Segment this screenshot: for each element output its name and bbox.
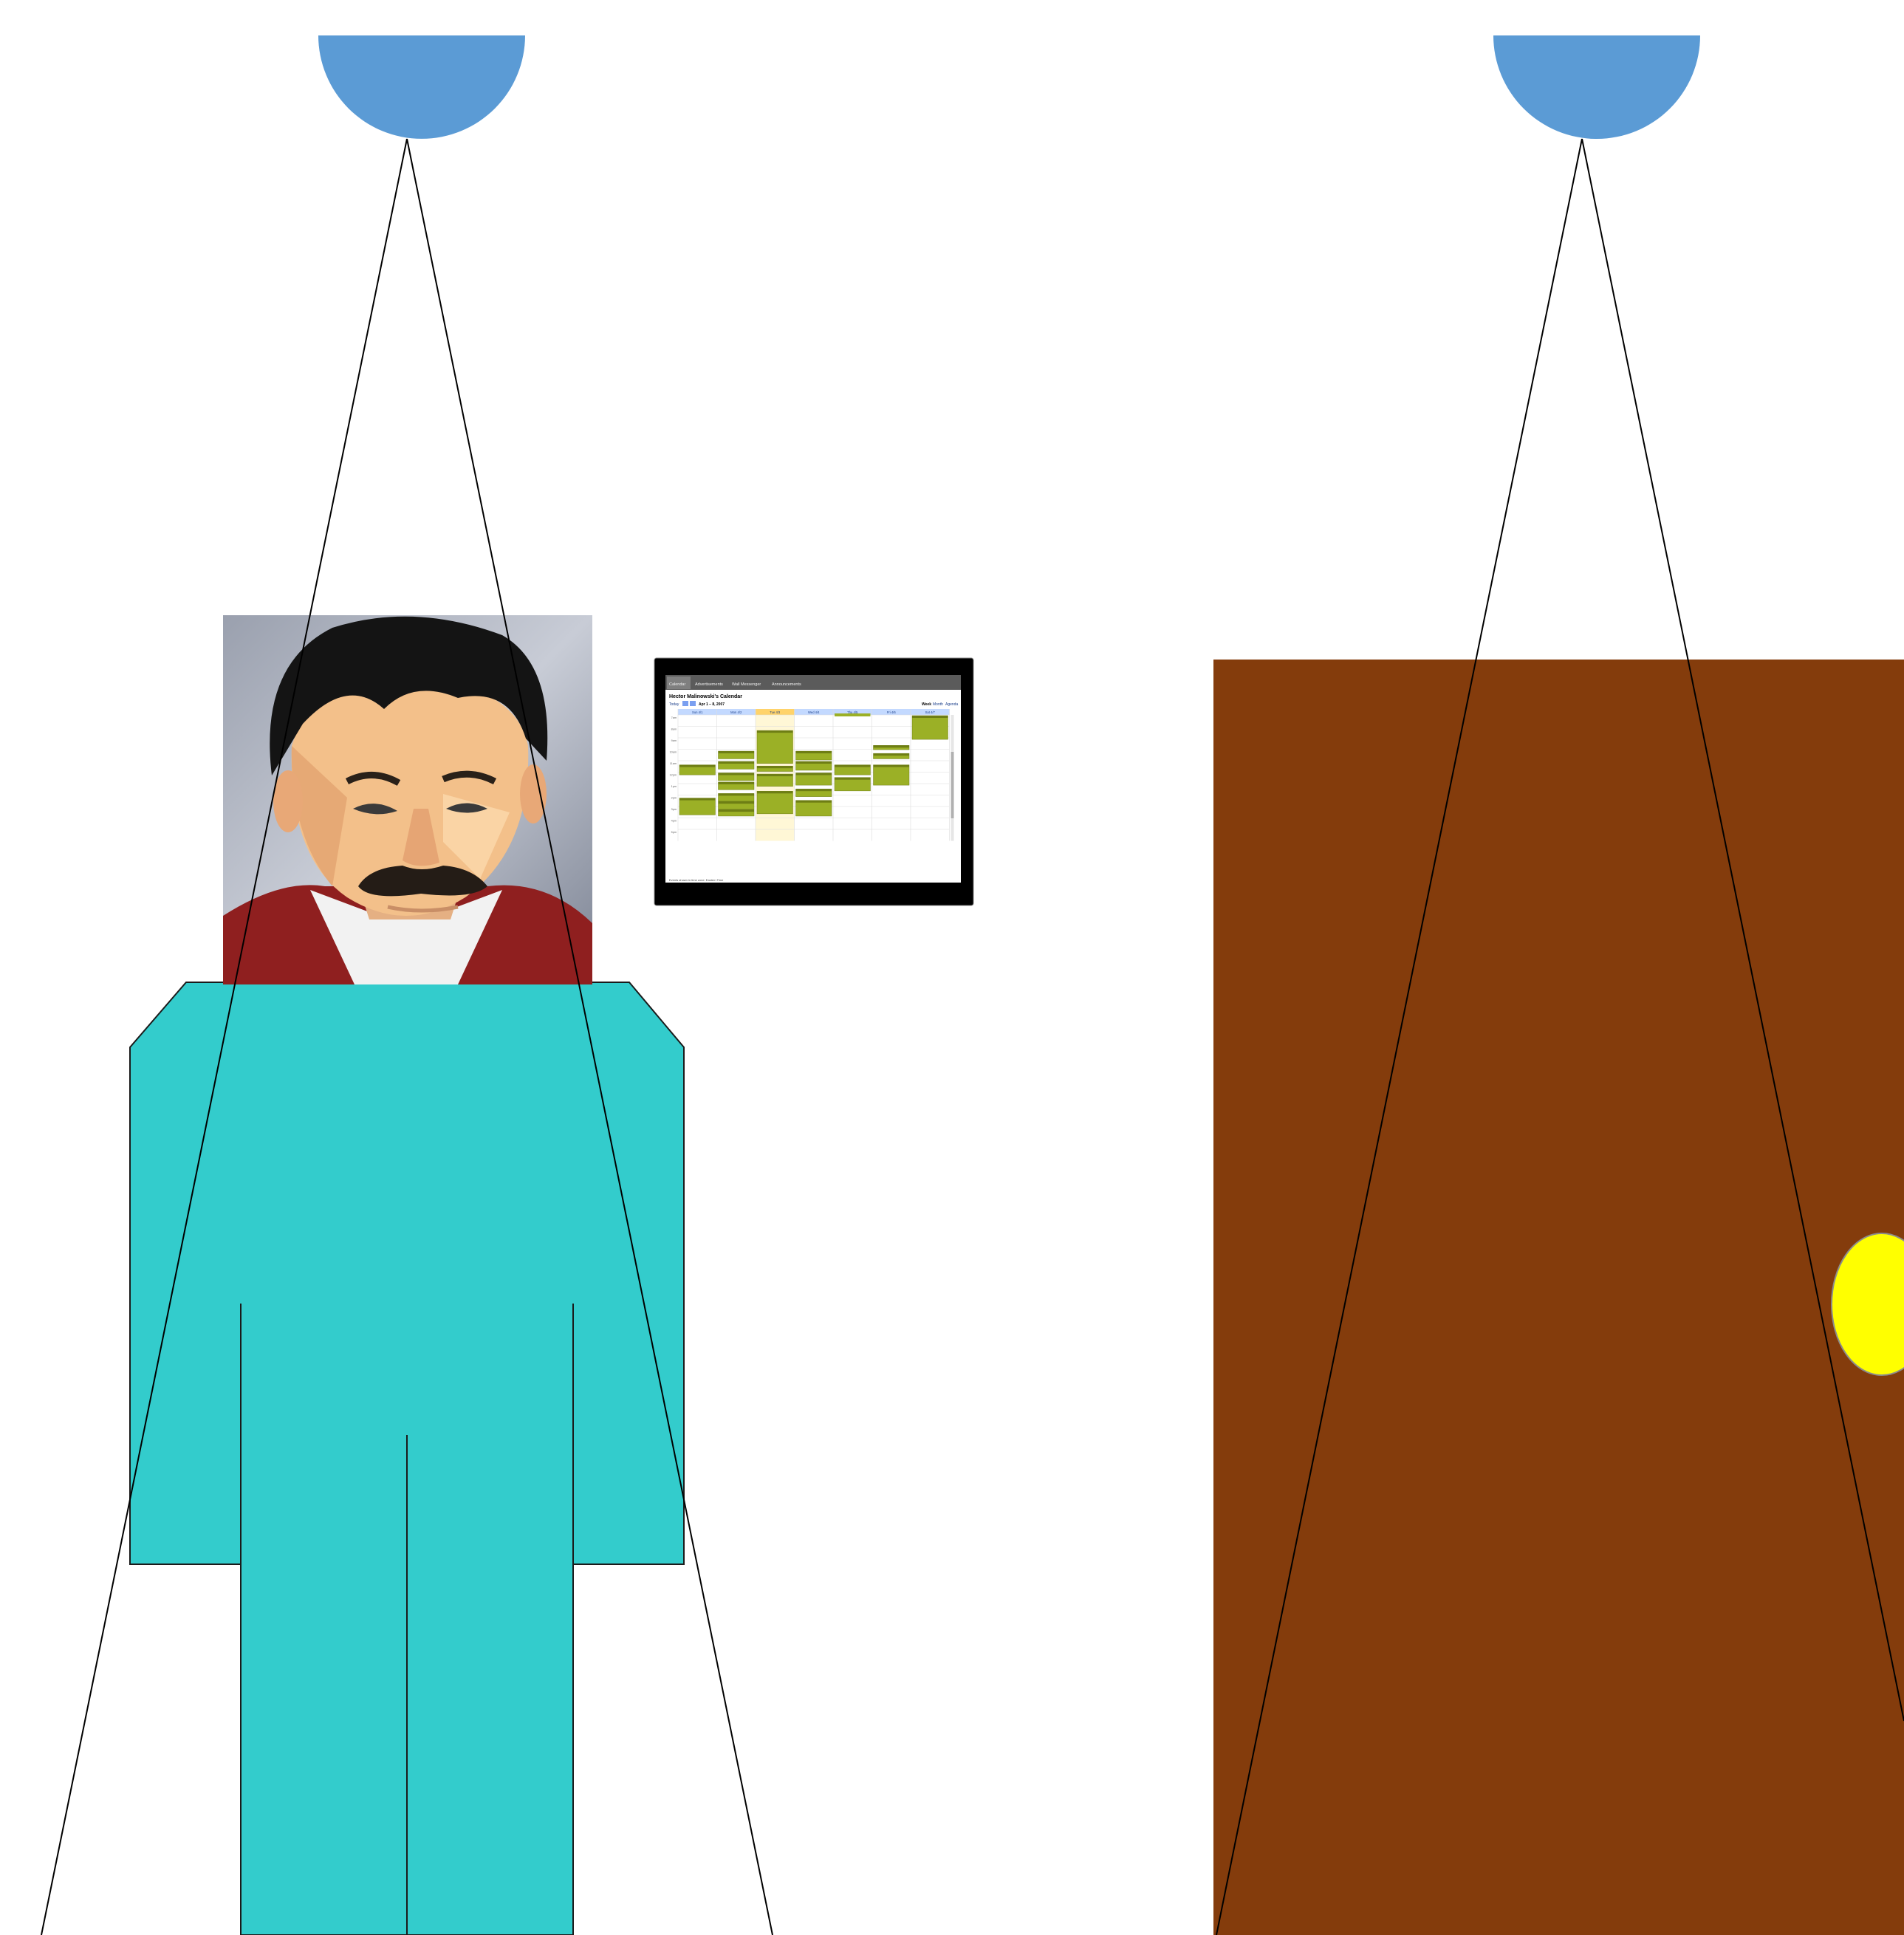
time-label: 1pm bbox=[671, 785, 677, 788]
time-label: 2pm bbox=[671, 797, 677, 800]
calendar-tabs: Calendar Advertisements Wall Messenger Anno… bbox=[667, 677, 808, 689]
calendar-tab[interactable]: Wall Messenger bbox=[732, 682, 761, 687]
calendar-event[interactable] bbox=[679, 798, 716, 815]
day-header: Sun 4/1 bbox=[692, 710, 703, 714]
calendar-tab[interactable]: Advertisements bbox=[695, 682, 723, 687]
day-header: Wed 4/4 bbox=[808, 710, 820, 714]
time-label: 10am bbox=[670, 751, 677, 754]
time-label: 4pm bbox=[671, 820, 677, 823]
time-label: 7am bbox=[671, 716, 677, 719]
day-header: Tue 4/3 bbox=[770, 710, 781, 714]
time-label: 3pm bbox=[671, 808, 677, 811]
time-label: 12pm bbox=[670, 774, 677, 777]
view-option[interactable]: Month bbox=[933, 702, 943, 707]
time-label: 5pm bbox=[671, 831, 677, 834]
calendar-tab[interactable]: Calendar bbox=[669, 682, 685, 687]
calendar-scrollbar[interactable] bbox=[951, 752, 954, 818]
calendar-event[interactable] bbox=[796, 801, 832, 816]
timezone-footer: Events shown in time zone: Eastern Time bbox=[669, 878, 724, 882]
portrait-head-icon bbox=[223, 615, 592, 984]
calendar-title: Hector Malinowski's Calendar bbox=[669, 694, 742, 699]
time-label: 8am bbox=[671, 728, 677, 731]
calendar-event[interactable] bbox=[912, 716, 948, 739]
time-label: 11am bbox=[670, 762, 677, 765]
day-header: Sat 4/7 bbox=[925, 710, 936, 714]
date-range: Apr 1 – 8, 2007 bbox=[699, 702, 725, 707]
time-label: 9am bbox=[671, 739, 677, 742]
wall-screen-calendar-icon[interactable]: Calendar Advertisements Wall Messenger Anno… bbox=[654, 658, 973, 905]
calendar-event[interactable] bbox=[874, 765, 910, 785]
day-header: Mon 4/2 bbox=[730, 710, 742, 714]
view-option[interactable]: Agenda bbox=[945, 702, 958, 707]
day-header: Fri 4/6 bbox=[887, 710, 897, 714]
view-option[interactable]: Week bbox=[922, 702, 931, 707]
calendar-tab[interactable]: Announcements bbox=[772, 682, 801, 687]
prev-week-icon[interactable] bbox=[682, 701, 688, 706]
calendar-allday-event[interactable] bbox=[835, 713, 871, 716]
door bbox=[1213, 660, 1904, 1935]
today-button[interactable]: Today bbox=[669, 702, 679, 707]
next-week-icon[interactable] bbox=[690, 701, 696, 706]
calendar-event[interactable] bbox=[757, 730, 793, 764]
calendar-event[interactable] bbox=[757, 791, 793, 814]
